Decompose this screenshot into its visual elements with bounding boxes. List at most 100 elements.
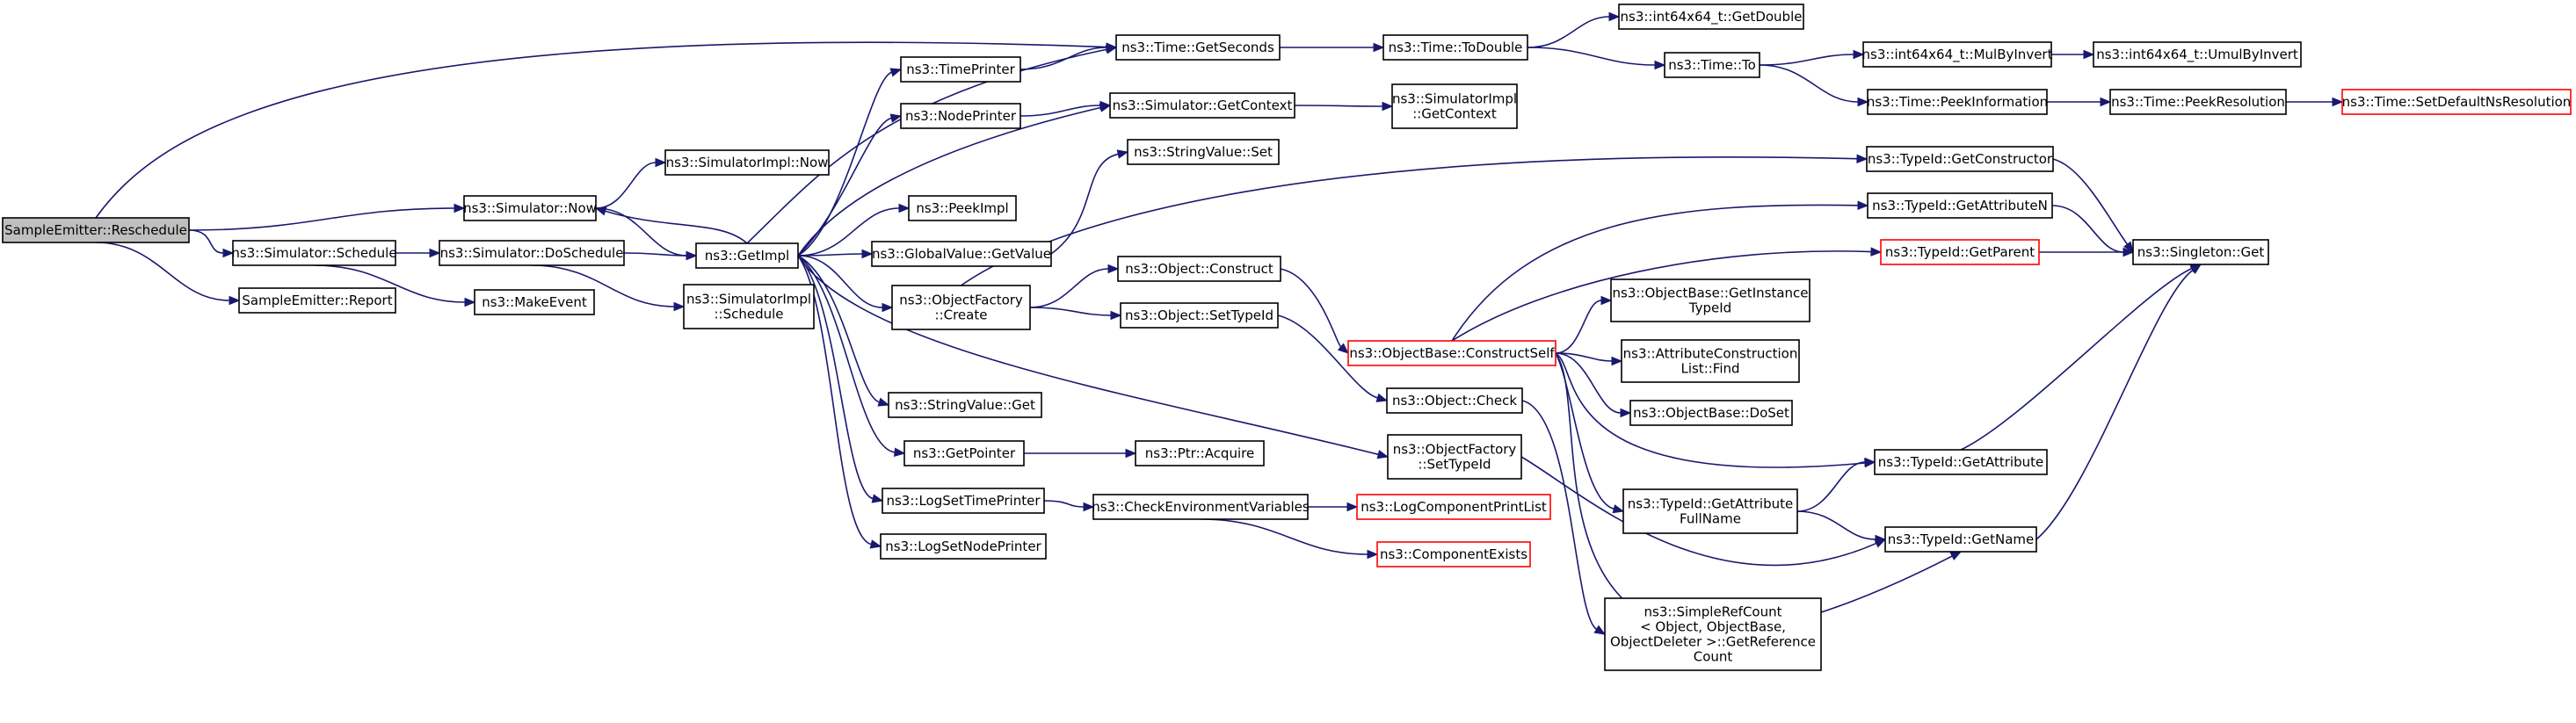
node-label: ns3::LogSetTimePrinter <box>886 493 1041 509</box>
node-stringvalue-get[interactable]: ns3::StringValue::Get <box>888 392 1042 418</box>
node-sim-now[interactable]: ns3::Simulator::Now <box>463 195 597 221</box>
arrowhead-icon <box>655 157 667 168</box>
node-object-check[interactable]: ns3::Object::Check <box>1386 387 1523 414</box>
node-box <box>695 242 799 269</box>
edge-int64-mulbyinvert-to-int64-umulbyinvert <box>2051 49 2095 60</box>
node-box <box>2093 41 2302 68</box>
node-sim-schedule[interactable]: ns3::Simulator::Schedule <box>231 240 397 266</box>
node-getpointer[interactable]: ns3::GetPointer <box>903 440 1025 466</box>
node-int64-mulbyinvert[interactable]: ns3::int64x64_t::MulByInvert <box>1862 41 2053 68</box>
edge-line <box>797 255 1379 456</box>
node-box <box>1621 339 1800 383</box>
node-int64-umulbyinvert[interactable]: ns3::int64x64_t::UmulByInvert <box>2093 41 2302 68</box>
node-globalvalue-getvalue[interactable]: ns3::GlobalValue::GetValue <box>871 241 1052 267</box>
node-box <box>908 195 1017 221</box>
node-label: < Object, ObjectBase, <box>1640 619 1786 635</box>
node-box <box>1884 526 2037 553</box>
arrowhead-icon <box>898 203 911 213</box>
node-objectfactory-create[interactable]: ns3::ObjectFactory::Create <box>891 285 1031 330</box>
node-timeprinter[interactable]: ns3::TimePrinter <box>900 56 1021 83</box>
node-time-to[interactable]: ns3::Time::To <box>1664 52 1760 78</box>
edge-time-getseconds-to-time-todouble <box>1280 42 1385 53</box>
edge-typeid-getconstructor-to-singleton-get <box>2052 158 2134 254</box>
edge-getimpl-to-globalvalue-getvalue <box>797 249 874 259</box>
node-simimpl-now[interactable]: ns3::SimulatorImpl::Now <box>664 149 830 176</box>
node-int64-getdouble[interactable]: ns3::int64x64_t::GetDouble <box>1618 4 1804 30</box>
node-logsetnodeprinter[interactable]: ns3::LogSetNodePrinter <box>880 533 1047 560</box>
node-peekimpl[interactable]: ns3::PeekImpl <box>908 195 1017 221</box>
node-box <box>1880 239 2040 265</box>
edge-objectfactory-create-to-typeid-getconstructor <box>961 154 1869 286</box>
node-report[interactable]: SampleEmitter::Report <box>238 287 396 314</box>
node-ptr-acquire[interactable]: ns3::Ptr::Acquire <box>1135 440 1265 466</box>
node-reschedule[interactable]: SampleEmitter::Reschedule <box>2 217 190 243</box>
node-label: ns3::PeekImpl <box>916 200 1008 216</box>
node-checkenvvars[interactable]: ns3::CheckEnvironmentVariables <box>1092 494 1310 520</box>
node-label: ns3::Simulator::Now <box>463 200 597 216</box>
node-simimpl-getcontext[interactable]: ns3::SimulatorImpl::GetContext <box>1391 83 1518 129</box>
node-typeid-getname[interactable]: ns3::TypeId::GetName <box>1884 526 2037 553</box>
node-time-setdefaultnsresolution[interactable]: ns3::Time::SetDefaultNsResolution <box>2341 89 2572 115</box>
node-label: ns3::Simulator::DoSchedule <box>440 245 624 261</box>
node-label: ns3::TypeId::GetConstructor <box>1868 151 2053 167</box>
node-time-todouble[interactable]: ns3::Time::ToDouble <box>1382 34 1528 61</box>
edge-line <box>1451 204 1859 342</box>
edge-line <box>1280 268 1342 348</box>
node-box <box>463 195 597 221</box>
edge-objectbase-constructself-to-attrconstructionlist-find <box>1555 352 1623 366</box>
node-makeevent[interactable]: ns3::MakeEvent <box>474 289 595 315</box>
edge-line <box>1029 307 1112 316</box>
node-box <box>882 488 1045 514</box>
node-label: ns3::TypeId::GetAttributeN <box>1872 198 2048 213</box>
node-objectbase-constructself[interactable]: ns3::ObjectBase::ConstructSelf <box>1347 340 1556 366</box>
node-box <box>1622 488 1798 534</box>
node-box <box>880 533 1047 560</box>
node-sim-getcontext[interactable]: ns3::Simulator::GetContext <box>1109 92 1295 119</box>
arrowhead-icon <box>1857 97 1869 107</box>
node-label: ns3::TypeId::GetAttribute <box>1628 496 1793 512</box>
node-objectfactory-settypeid[interactable]: ns3::ObjectFactory::SetTypeId <box>1387 434 1522 480</box>
node-label: ns3::TypeId::GetParent <box>1885 244 2035 260</box>
node-typeid-getattribute[interactable]: ns3::TypeId::GetAttribute <box>1874 449 2048 475</box>
node-simplerefcount[interactable]: ns3::SimpleRefCount< Object, ObjectBase,… <box>1604 597 1822 671</box>
node-label: TypeId <box>1688 300 1731 316</box>
arrowhead-icon <box>1382 101 1394 112</box>
node-label: ns3::Object::Check <box>1392 393 1517 408</box>
node-time-peekinformation[interactable]: ns3::Time::PeekInformation <box>1867 89 2048 115</box>
node-box <box>900 56 1021 83</box>
node-getimpl[interactable]: ns3::GetImpl <box>695 242 799 269</box>
edge-line <box>1020 47 1107 70</box>
arrowhead-icon <box>2189 264 2202 274</box>
node-box <box>2 217 190 243</box>
node-stringvalue-set[interactable]: ns3::StringValue::Set <box>1127 139 1280 165</box>
node-typeid-getattributen[interactable]: ns3::TypeId::GetAttributeN <box>1867 192 2053 219</box>
node-label: ns3::GetPointer <box>913 445 1016 461</box>
node-objectbase-doset[interactable]: ns3::ObjectBase::DoSet <box>1629 400 1793 426</box>
edge-objectbase-constructself-to-objectbase-getinstancetypeid <box>1555 295 1613 354</box>
node-object-construct[interactable]: ns3::Object::Construct <box>1117 256 1281 282</box>
node-logsettimeprinter[interactable]: ns3::LogSetTimePrinter <box>882 488 1045 514</box>
node-box <box>888 392 1042 418</box>
node-typeid-getparent[interactable]: ns3::TypeId::GetParent <box>1880 239 2040 265</box>
edge-line <box>1555 300 1602 354</box>
node-label: ::Schedule <box>714 307 783 322</box>
node-time-peekresolution[interactable]: ns3::Time::PeekResolution <box>2109 89 2287 115</box>
node-box <box>1391 83 1518 129</box>
edge-line <box>1020 105 1101 117</box>
node-nodeprinter[interactable]: ns3::NodePrinter <box>900 103 1021 129</box>
node-componentexists[interactable]: ns3::ComponentExists <box>1376 541 1531 568</box>
edge-timeprinter-to-time-getseconds <box>1020 42 1118 70</box>
node-singleton-get[interactable]: ns3::Singleton::Get <box>2132 239 2269 265</box>
node-simimpl-schedule[interactable]: ns3::SimulatorImpl::Schedule <box>683 284 815 329</box>
node-sim-doschedule[interactable]: ns3::Simulator::DoSchedule <box>439 240 625 266</box>
node-time-getseconds[interactable]: ns3::Time::GetSeconds <box>1115 34 1281 61</box>
node-box <box>1127 139 1280 165</box>
node-typeid-getconstructor[interactable]: ns3::TypeId::GetConstructor <box>1866 146 2054 172</box>
node-object-settypeid[interactable]: ns3::Object::SetTypeId <box>1120 302 1279 329</box>
node-label: ns3::AttributeConstruction <box>1623 346 1798 362</box>
node-box <box>1867 192 2053 219</box>
node-logcomponentprintlist[interactable]: ns3::LogComponentPrintList <box>1356 494 1551 520</box>
